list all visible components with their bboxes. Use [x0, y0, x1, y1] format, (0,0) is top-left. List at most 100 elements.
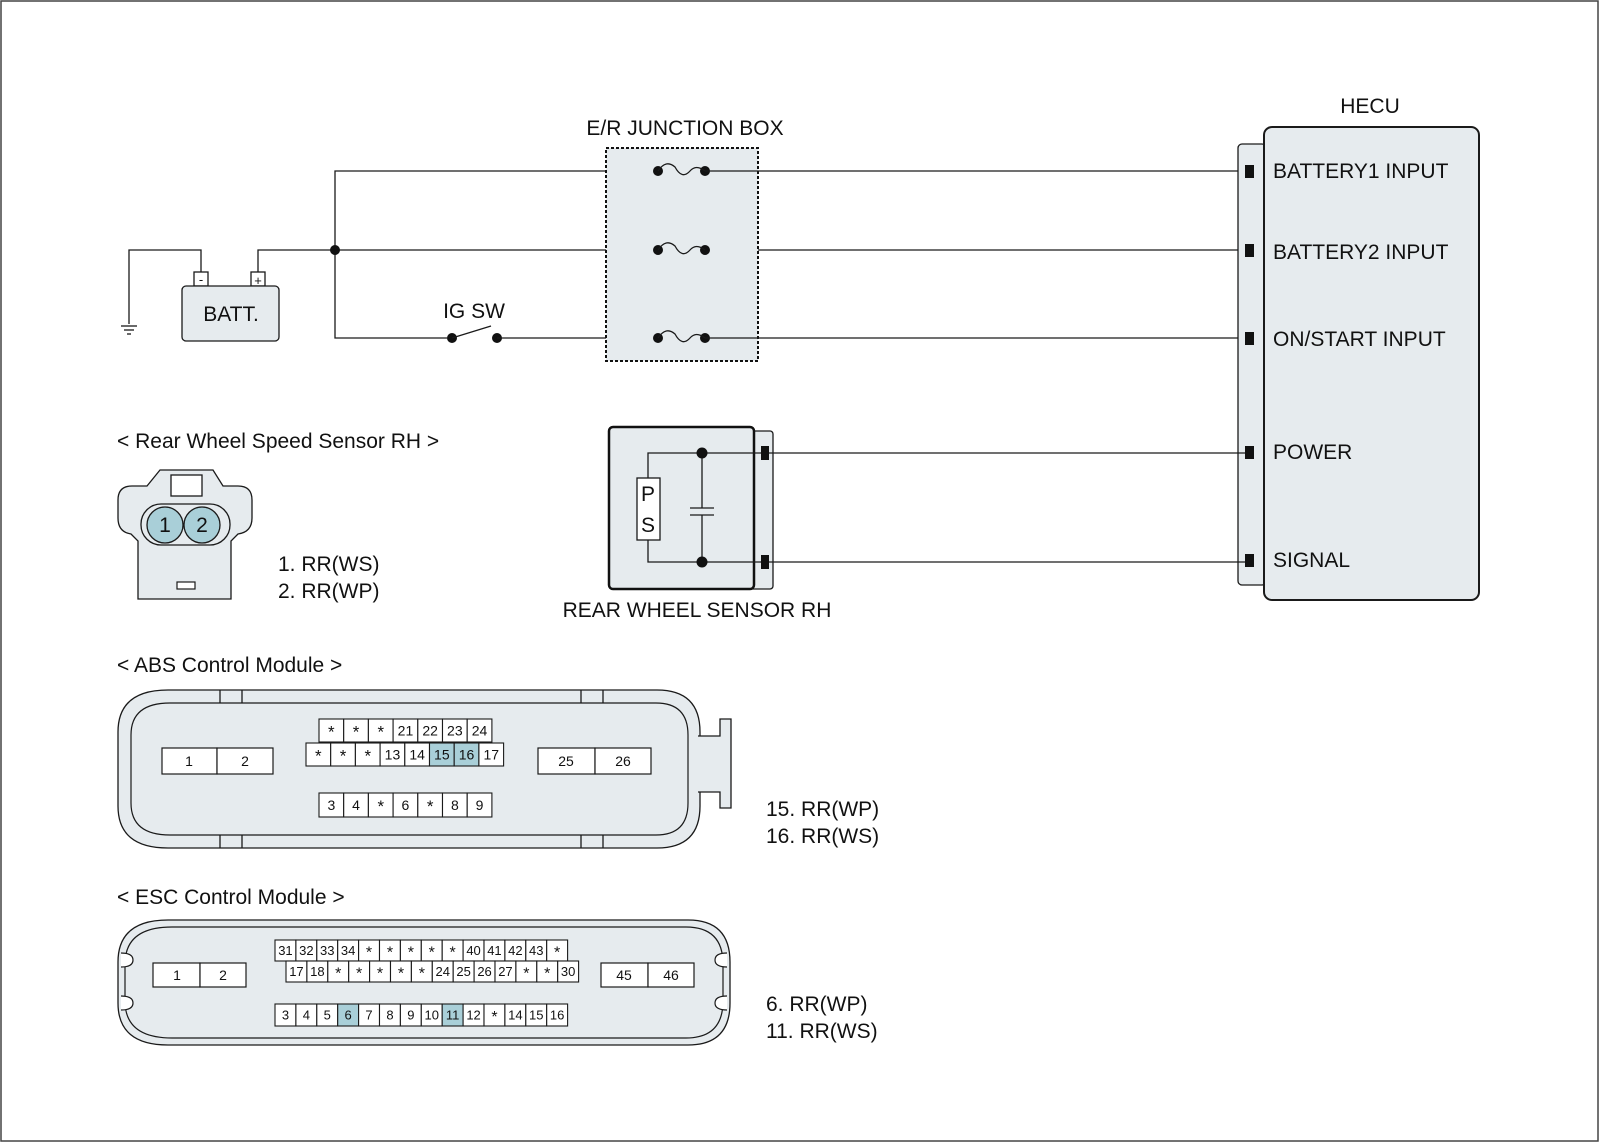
- abs-pin-unused: *: [353, 723, 360, 742]
- esc-pin-16: 16: [550, 1008, 564, 1023]
- esc-pin-42: 42: [508, 943, 522, 958]
- esc-pin-31: 31: [278, 943, 292, 958]
- esc-pin-26: 26: [477, 964, 491, 979]
- abs-pin-cell: [441, 792, 468, 818]
- esc-pin-unused: *: [544, 966, 550, 983]
- abs-heading: < ABS Control Module >: [117, 654, 342, 677]
- abs-pin-25: 25: [558, 753, 574, 769]
- esc-legend-2: 11. RR(WS): [766, 1020, 878, 1043]
- esc-pin-unused: *: [356, 966, 362, 983]
- abs-pin-unused: *: [315, 747, 322, 766]
- esc-pin-3: 3: [282, 1008, 289, 1023]
- esc-pin-45: 45: [616, 967, 632, 983]
- abs-right-block: 25 26: [537, 747, 652, 775]
- abs-pin-3: 3: [327, 797, 335, 813]
- hecu-pin-battery2: BATTERY2 INPUT: [1273, 241, 1449, 264]
- esc-pin-8: 8: [386, 1008, 393, 1023]
- abs-pin-21: 21: [398, 723, 414, 739]
- hecu-pin-on-start: ON/START INPUT: [1273, 328, 1446, 351]
- abs-pin-cell: [417, 792, 444, 818]
- abs-pin-unused: *: [340, 747, 347, 766]
- esc-pin-unused: *: [491, 1009, 497, 1026]
- sensor-pin-1-label: 1: [159, 514, 171, 537]
- esc-pin-unused: *: [377, 966, 383, 983]
- esc-pin-unused: *: [523, 966, 529, 983]
- hecu: HECU BATTERY1 INPUT BATTERY2 INPUT ON/ST…: [1237, 95, 1480, 601]
- abs-pin-13: 13: [385, 747, 401, 763]
- esc-left-block: 1 2: [152, 962, 247, 988]
- sensor-legend-2: 2. RR(WP): [278, 580, 380, 603]
- sensor-connector: 1 2: [117, 469, 253, 600]
- abs-pin-15: 15: [434, 747, 450, 763]
- abs-pin-2: 2: [241, 753, 249, 769]
- bus-junction-dot: [330, 245, 340, 255]
- battery-label: BATT.: [203, 303, 259, 326]
- abs-pin-cell: [392, 792, 419, 818]
- esc-pin-2: 2: [219, 967, 227, 983]
- esc-pin-30: 30: [561, 964, 575, 979]
- esc-pin-unused: *: [387, 945, 393, 962]
- abs-pin-17: 17: [483, 747, 499, 763]
- esc-legend-1: 6. RR(WP): [766, 993, 868, 1016]
- esc-pin-cell: [557, 960, 580, 983]
- sensor-pin-2: [183, 506, 221, 544]
- esc-pin-unused: *: [398, 966, 404, 983]
- esc-heading: < ESC Control Module >: [117, 886, 345, 909]
- abs-pin-9: 9: [476, 797, 484, 813]
- esc-pin-25: 25: [456, 964, 470, 979]
- abs-pin-16: 16: [459, 747, 475, 763]
- abs-pin-4: 4: [352, 797, 360, 813]
- abs-legend-1: 15. RR(WP): [766, 798, 879, 821]
- esc-pin-4: 4: [303, 1008, 310, 1023]
- esc-pin-11: 11: [446, 1008, 460, 1023]
- battery-positive-wire: [257, 249, 1245, 272]
- esc-pin-unused: *: [408, 945, 414, 962]
- esc-pin-15: 15: [529, 1008, 543, 1023]
- esc-pin-unused: *: [419, 966, 425, 983]
- ground-symbol: [121, 249, 202, 335]
- abs-pin-6: 6: [402, 797, 410, 813]
- abs-pin-cell: [318, 792, 345, 818]
- abs-pin-23: 23: [447, 723, 463, 739]
- esc-pin-unused: *: [366, 945, 372, 962]
- esc-pin-43: 43: [529, 943, 543, 958]
- sensor-connector-heading: < Rear Wheel Speed Sensor RH >: [117, 430, 439, 453]
- esc-pin-34: 34: [341, 943, 355, 958]
- hecu-pin-battery1: BATTERY1 INPUT: [1273, 160, 1449, 183]
- sensor-pin-1: [146, 506, 184, 544]
- esc-pin-5: 5: [324, 1008, 331, 1023]
- esc-pin-27: 27: [498, 964, 512, 979]
- esc-pin-24: 24: [436, 964, 450, 979]
- sensor-p-label: P: [641, 483, 655, 506]
- esc-right-block: 45 46: [600, 962, 695, 988]
- esc-pin-33: 33: [320, 943, 334, 958]
- junction-box-title: E/R JUNCTION BOX: [586, 117, 783, 140]
- abs-pin-unused: *: [427, 797, 434, 816]
- hecu-pin-power: POWER: [1273, 441, 1352, 464]
- battery-negative-terminal: -: [199, 272, 203, 287]
- sensor-legend-1: 1. RR(WS): [278, 553, 380, 576]
- esc-pin-unused: *: [554, 945, 560, 962]
- fuse-1: [653, 163, 710, 176]
- abs-pin-26: 26: [615, 753, 631, 769]
- esc-pin-32: 32: [299, 943, 313, 958]
- abs-pin-unused: *: [377, 723, 384, 742]
- abs-pin-cell: [478, 742, 505, 767]
- esc-pin-unused: *: [335, 966, 341, 983]
- esc-pin-6: 6: [345, 1008, 352, 1023]
- esc-pin-7: 7: [365, 1008, 372, 1023]
- esc-pin-17: 17: [289, 964, 303, 979]
- abs-pin-unused: *: [364, 747, 371, 766]
- hecu-pin-signal: SIGNAL: [1273, 549, 1350, 572]
- rear-wheel-sensor: P S REAR WHEEL SENSOR RH: [563, 425, 831, 622]
- ig-switch-label: IG SW: [443, 300, 505, 323]
